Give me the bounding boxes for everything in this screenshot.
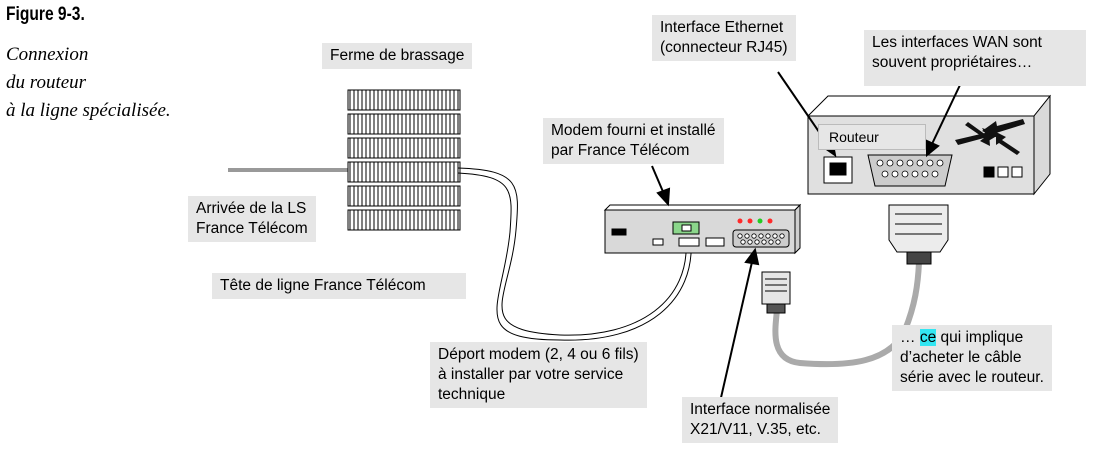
normalized-label: Interface normalisée X21/V11, V.35, etc. — [682, 397, 839, 443]
cisco-arrows-icon — [955, 119, 1025, 155]
modem-line-2: par France Télécom — [551, 142, 690, 159]
line-head-label: Tête de ligne France Télécom — [212, 273, 466, 299]
router-side-connector — [888, 204, 949, 265]
ls-arrival-line-1: Arrivée de la LS — [196, 200, 307, 217]
cable-label: … ce qui implique d’acheter le câble sér… — [892, 325, 1052, 391]
ls-arrival-line-2: France Télécom — [196, 220, 308, 237]
modem-led-4 — [767, 218, 773, 224]
figure-number: Figure 9-3. — [6, 4, 85, 25]
cable-line-1-post: qui implique — [936, 329, 1024, 346]
ls-arrival-label: Arrivée de la LS France Télécom — [188, 196, 316, 242]
normalized-line-1: Interface normalisée — [690, 401, 831, 418]
figure-caption-line-2: du routeur — [6, 72, 87, 93]
highlighted-word: ce — [919, 329, 937, 346]
deport-line-3: technique — [438, 386, 506, 403]
deport-label: Déport modem (2, 4 ou 6 fils) à installe… — [430, 342, 647, 408]
figure-caption-line-3: à la ligne spécialisée. — [6, 100, 171, 121]
modem-wire-b — [457, 172, 692, 341]
serial-cable — [772, 261, 922, 368]
modem-led-1 — [737, 218, 743, 224]
patch-panel — [347, 89, 461, 231]
modem-led-3 — [757, 218, 763, 224]
line-head-text: Tête de ligne France Télécom — [220, 277, 426, 294]
arrow-wan — [931, 84, 961, 145]
modem — [603, 203, 802, 255]
modem-line-1: Modem fourni et installé — [551, 122, 716, 139]
wan-label: Les interfaces WAN sont souvent propriét… — [864, 30, 1086, 86]
patch-panel-label: Ferme de brassage — [322, 43, 473, 69]
ethernet-line-1: Interface Ethernet — [660, 19, 784, 36]
modem-side-connector — [761, 271, 791, 314]
router-name-label: Routeur — [818, 124, 926, 150]
ethernet-line-2: (connecteur RJ45) — [660, 39, 788, 56]
wan-line-2: souvent propriétaires… — [872, 54, 1033, 71]
deport-line-2: à installer par votre service — [438, 366, 624, 383]
router-text: Routeur — [829, 129, 879, 145]
deport-line-1: Déport modem (2, 4 ou 6 fils) — [438, 346, 639, 363]
cable-line-1-pre: … — [900, 329, 920, 346]
ethernet-label: Interface Ethernet (connecteur RJ45) — [652, 15, 796, 61]
arrow-modem — [651, 165, 665, 195]
cable-line-3: série avec le routeur. — [900, 369, 1044, 386]
modem-led-2 — [747, 218, 753, 224]
arrow-normalized — [719, 261, 753, 403]
cable-line-1: … ce qui implique — [900, 328, 1044, 348]
figure-caption-line-1: Connexion — [6, 44, 89, 65]
cable-line-2: d’acheter le câble — [900, 349, 1022, 366]
patch-panel-text: Ferme de brassage — [330, 47, 465, 64]
wan-line-1: Les interfaces WAN sont — [872, 34, 1042, 51]
modem-label: Modem fourni et installé par France Télé… — [543, 118, 724, 164]
normalized-line-2: X21/V11, V.35, etc. — [690, 421, 821, 438]
modem-wire-a — [457, 167, 687, 336]
